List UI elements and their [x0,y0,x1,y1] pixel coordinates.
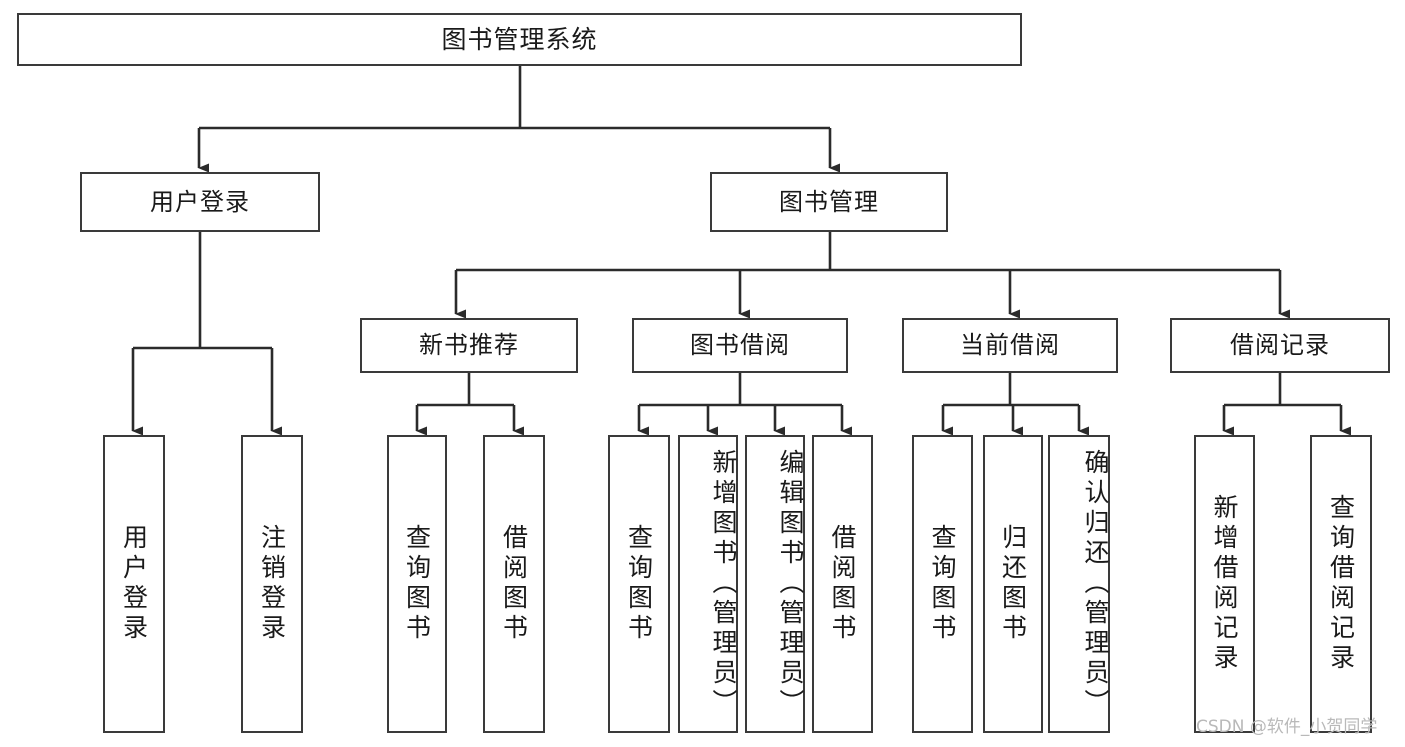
node-label: 图书管理 [779,187,879,216]
node-label: 图书借阅 [690,331,790,360]
node-label: 查询图书 [624,524,654,644]
leaf-query-books-current[interactable]: 查询图书 [912,435,973,733]
leaf-logout[interactable]: 注销登录 [241,435,303,733]
node-label: 查询借阅记录 [1326,494,1356,674]
node-label: 新增借阅记录 [1210,494,1239,674]
watermark-text: CSDN @软件_小贺同学 [1196,717,1378,737]
node-current-borrowing[interactable]: 当前借阅 [902,318,1118,373]
node-label: 借阅图书 [499,524,529,644]
node-root-library-management-system[interactable]: 图书管理系统 [17,13,1022,66]
node-label: 归还图书 [998,524,1028,644]
node-label: 借阅记录 [1230,331,1330,360]
node-borrowing-records[interactable]: 借阅记录 [1170,318,1390,373]
leaf-query-books-recommendation[interactable]: 查询图书 [387,435,447,733]
node-label: 用户登录 [150,187,250,216]
leaf-query-books-borrowing[interactable]: 查询图书 [608,435,670,733]
leaf-borrow-books-borrowing[interactable]: 借阅图书 [812,435,873,733]
leaf-confirm-return-admin[interactable]: 确认归还（管理员） [1048,435,1110,733]
node-label: 确认归还（管理员） [1081,449,1110,719]
node-label: 查询图书 [402,524,432,644]
leaf-user-login[interactable]: 用户登录 [103,435,165,733]
node-label: 查询图书 [928,524,957,644]
node-book-management[interactable]: 图书管理 [710,172,948,232]
node-label: 注销登录 [257,524,287,644]
node-new-book-recommendation[interactable]: 新书推荐 [360,318,578,373]
node-label: 图书管理系统 [441,24,598,54]
leaf-borrow-books-recommendation[interactable]: 借阅图书 [483,435,545,733]
node-label: 当前借阅 [960,331,1060,360]
leaf-query-borrowing-record[interactable]: 查询借阅记录 [1310,435,1372,733]
node-label: 编辑图书（管理员） [776,449,805,719]
node-label: 借阅图书 [828,524,857,644]
node-label: 新书推荐 [419,331,519,360]
leaf-return-books[interactable]: 归还图书 [983,435,1043,733]
leaf-add-borrowing-record[interactable]: 新增借阅记录 [1194,435,1255,733]
node-label: 新增图书（管理员） [709,449,738,719]
leaf-add-book-admin[interactable]: 新增图书（管理员） [678,435,738,733]
node-book-borrowing[interactable]: 图书借阅 [632,318,848,373]
node-label: 用户登录 [119,524,149,644]
node-user-login[interactable]: 用户登录 [80,172,320,232]
leaf-edit-book-admin[interactable]: 编辑图书（管理员） [745,435,805,733]
